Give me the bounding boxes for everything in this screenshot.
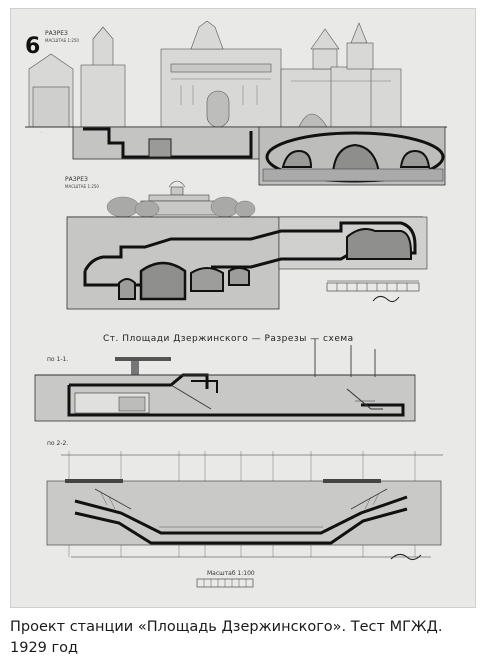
caption-line-1: Проект станции «Площадь Дзержинского». Т… bbox=[10, 619, 443, 635]
sheet-number: 6 bbox=[25, 34, 40, 59]
caption-line-2: 1929 год bbox=[10, 640, 79, 656]
section-1-drawing bbox=[34, 339, 416, 422]
drawing-sheet: 6 РАЗРЕЗ МАСШТАБ 1:250 bbox=[10, 8, 476, 608]
view2-label: РАЗРЕЗ bbox=[65, 176, 88, 183]
view1-sublabel: МАСШТАБ 1:250 bbox=[45, 38, 79, 43]
view2-sublabel: МАСШТАБ 1:250 bbox=[65, 184, 99, 189]
section-1-label: по 1-1. bbox=[47, 356, 68, 363]
building-elevation bbox=[28, 20, 402, 128]
signature-2 bbox=[390, 553, 422, 561]
fountain-elevation bbox=[140, 180, 218, 216]
view1-label: РАЗРЕЗ bbox=[45, 30, 68, 37]
architectural-drawing: 6 РАЗРЕЗ МАСШТАБ 1:250 bbox=[25, 20, 447, 588]
annotation-text: . bbox=[41, 129, 42, 134]
image-caption: Проект станции «Площадь Дзержинского». Т… bbox=[10, 617, 478, 659]
sheet-title: Ст. Площади Дзержинского — Разрезы — схе… bbox=[103, 334, 354, 344]
scale-label: Масштаб 1:100 bbox=[207, 570, 255, 577]
section-2-drawing bbox=[46, 451, 443, 561]
signature bbox=[372, 295, 400, 303]
section-2-label: по 2-2. bbox=[47, 440, 68, 447]
